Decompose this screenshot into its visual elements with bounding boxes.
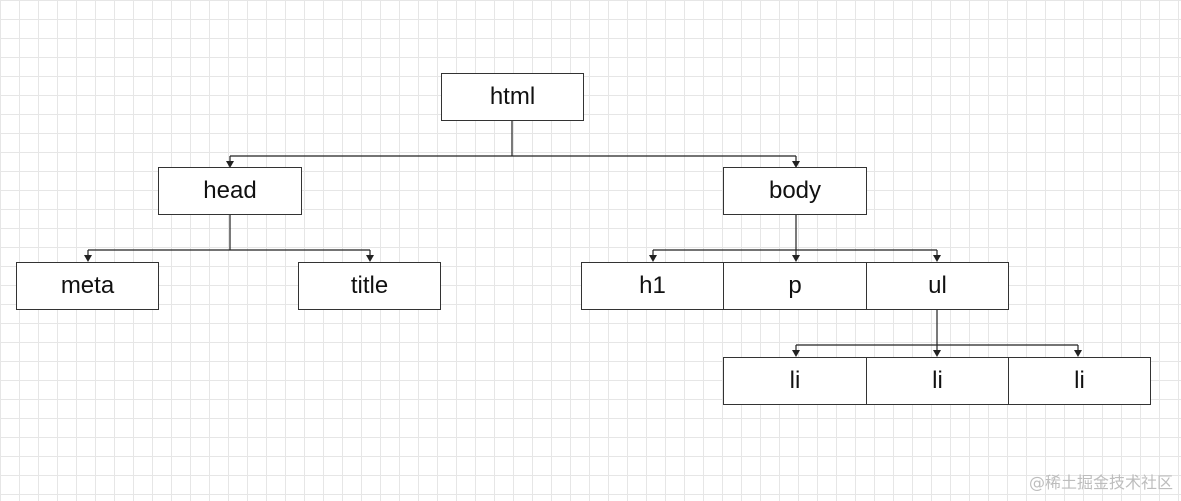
node-p: p [723, 262, 867, 310]
arrowhead-li-3 [1074, 350, 1082, 357]
node-h1: h1 [581, 262, 724, 310]
arrowhead-li-1 [792, 350, 800, 357]
arrowhead-p [792, 255, 800, 262]
node-meta: meta [16, 262, 159, 310]
arrowhead-title [366, 255, 374, 262]
node-title: title [298, 262, 441, 310]
node-html: html [441, 73, 584, 121]
node-li-1: li [723, 357, 867, 405]
node-li-3: li [1008, 357, 1151, 405]
watermark: @稀土掘金技术社区 [1028, 473, 1173, 492]
arrowhead-h1 [649, 255, 657, 262]
arrowhead-head [226, 161, 234, 168]
node-ul: ul [866, 262, 1009, 310]
arrowhead-ul [933, 255, 941, 262]
arrowhead-meta [84, 255, 92, 262]
node-body: body [723, 167, 867, 215]
node-head: head [158, 167, 302, 215]
node-li-2: li [866, 357, 1009, 405]
arrowhead-body [792, 161, 800, 168]
arrowhead-li-2 [933, 350, 941, 357]
